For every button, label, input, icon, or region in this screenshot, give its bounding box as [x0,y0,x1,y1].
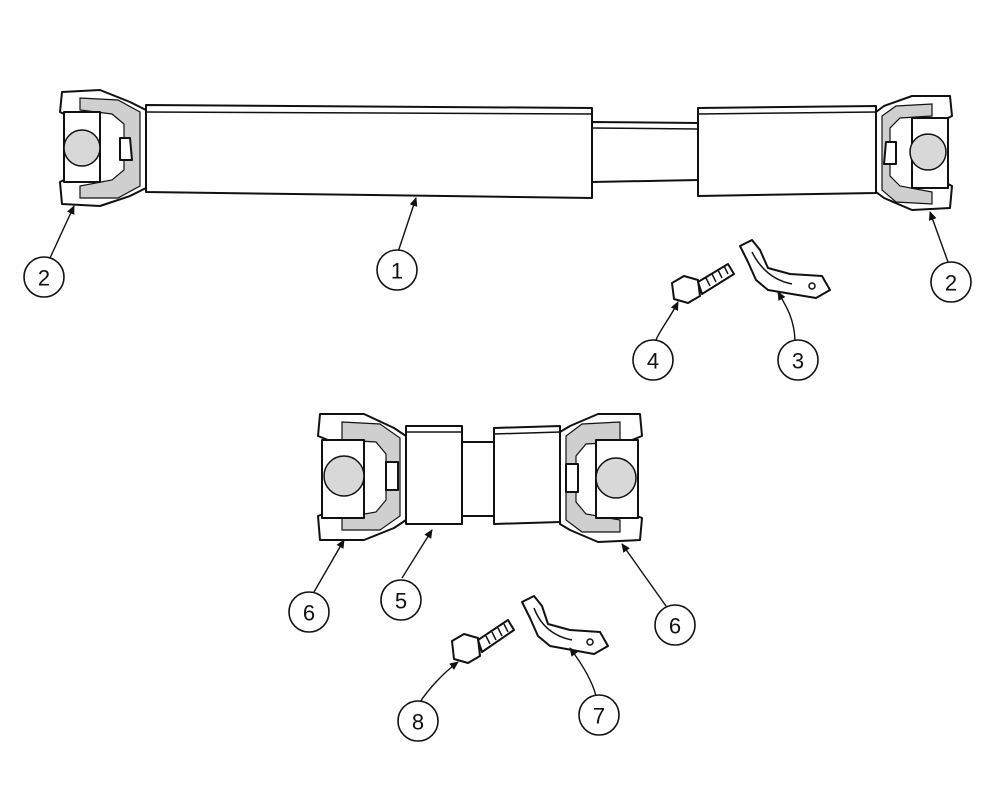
callout-6-left: 6 [288,591,330,633]
callout-5-label: 5 [395,589,407,614]
callout-6-right-label: 6 [669,614,681,639]
bolt-part-8 [451,619,515,664]
callout-6-left-label: 6 [303,601,315,626]
callout-4: 4 [632,339,674,381]
long-drive-shaft [145,104,877,199]
bolt-part-4 [671,263,735,304]
callout-2-left-label: 2 [38,266,50,291]
strap-part-3 [739,239,831,299]
callout-7: 7 [578,694,620,736]
callout-1: 1 [376,249,418,291]
callout-2-right: 2 [930,261,972,303]
short-drive-shaft [405,425,561,525]
strap-part-7 [521,595,609,655]
callout-2-right-label: 2 [945,271,957,296]
callout-7-label: 7 [593,704,605,729]
callout-3: 3 [777,339,819,381]
callout-5: 5 [380,579,422,621]
callout-8: 8 [397,700,439,742]
callout-2-left: 2 [23,256,65,298]
callout-4-label: 4 [647,349,659,374]
callout-6-right: 6 [654,604,696,646]
callout-3-label: 3 [792,349,804,374]
universal-joint-left-top [59,89,147,207]
callout-1-label: 1 [391,259,403,284]
universal-joint-right-bottom [559,413,643,543]
universal-joint-right-top [875,95,953,211]
universal-joint-left-bottom [317,413,407,541]
callout-8-label: 8 [412,710,424,735]
